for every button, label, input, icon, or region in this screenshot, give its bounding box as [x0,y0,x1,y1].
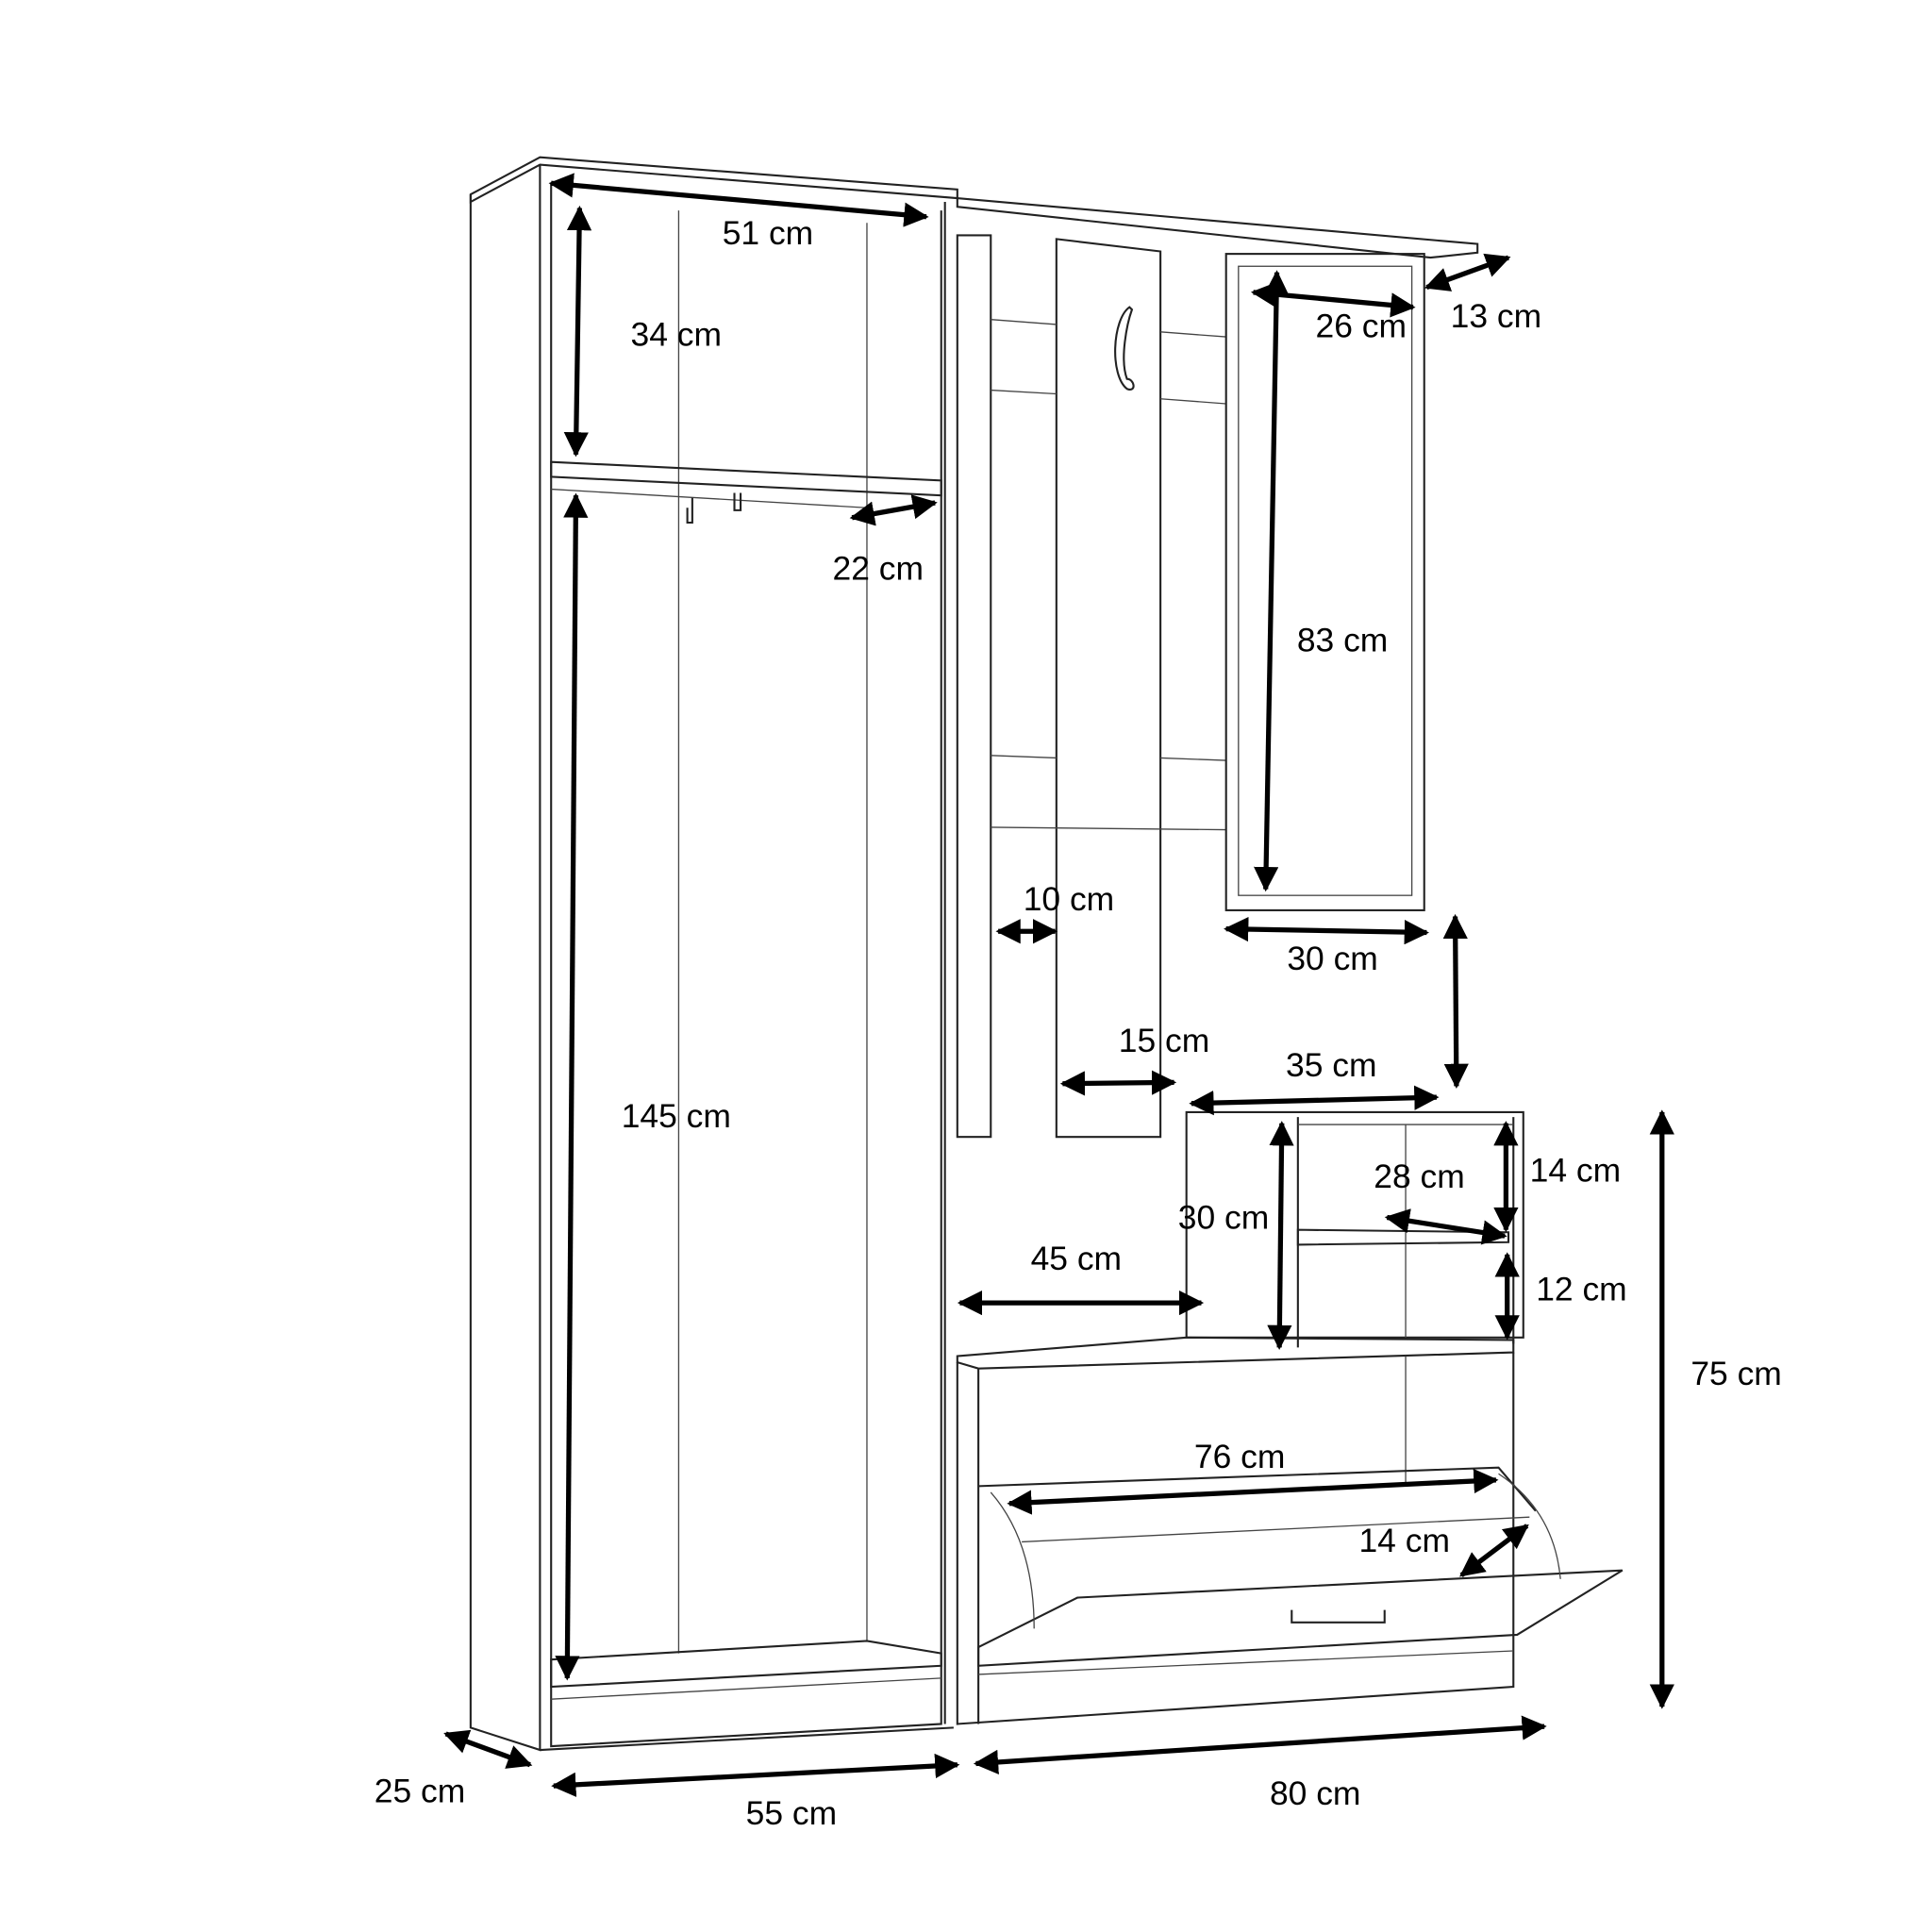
hook-icon [1114,306,1135,391]
dim-arrow-76 [1007,1468,1499,1515]
label-30-cabinet: 30 cm [1178,1198,1270,1236]
dim-arrow-15 [1059,1070,1177,1096]
label-22: 22 cm [833,550,924,588]
label-55: 55 cm [746,1794,838,1832]
dimension-arrows [443,173,1674,1797]
label-76: 76 cm [1194,1438,1286,1475]
label-25: 25 cm [375,1772,466,1809]
label-12: 12 cm [1536,1271,1627,1308]
lower-unit [956,1110,1624,1725]
label-14-shoe: 14 cm [1358,1522,1450,1559]
dim-arrow-30-mirror [1224,916,1429,945]
dim-arrow-30-cabinet [1267,1121,1294,1350]
dim-arrow-55 [551,1753,960,1797]
tall-cabinet [469,156,958,1752]
label-28: 28 cm [1374,1158,1465,1195]
mirror [1238,265,1413,896]
dimension-labels: 51 cm 34 cm 22 cm 145 cm 25 cm 55 cm 80 … [375,214,1782,1832]
dim-arrow-51 [548,173,929,227]
label-83: 83 cm [1297,622,1389,659]
label-145: 145 cm [622,1097,731,1135]
coat-hook-icon [686,492,742,525]
dim-arrow-22 [849,494,938,526]
drawer-handle-icon [1291,1609,1386,1624]
dim-arrow-35 [1189,1085,1440,1116]
dim-arrow-28 [1384,1208,1507,1245]
dim-arrow-80 [973,1715,1547,1775]
label-75: 75 cm [1690,1355,1782,1392]
dim-arrow-gap [1442,913,1469,1089]
label-45: 45 cm [1031,1240,1123,1277]
dim-arrow-145 [555,492,589,1681]
label-80: 80 cm [1270,1774,1361,1812]
label-35: 35 cm [1286,1046,1377,1084]
label-34: 34 cm [631,315,723,353]
dim-arrow-34 [563,205,592,458]
dim-arrow-13 [1424,253,1511,291]
label-10: 10 cm [1024,880,1115,918]
label-14-niche: 14 cm [1530,1152,1622,1190]
label-26: 26 cm [1316,307,1407,344]
dim-arrow-25 [443,1729,533,1769]
label-30-mirror: 30 cm [1287,940,1378,977]
label-51: 51 cm [723,214,814,252]
label-15: 15 cm [1119,1022,1210,1059]
label-13: 13 cm [1451,297,1542,335]
dim-arrow-83 [1254,270,1290,892]
dim-arrow-14-shoe [1459,1524,1529,1578]
